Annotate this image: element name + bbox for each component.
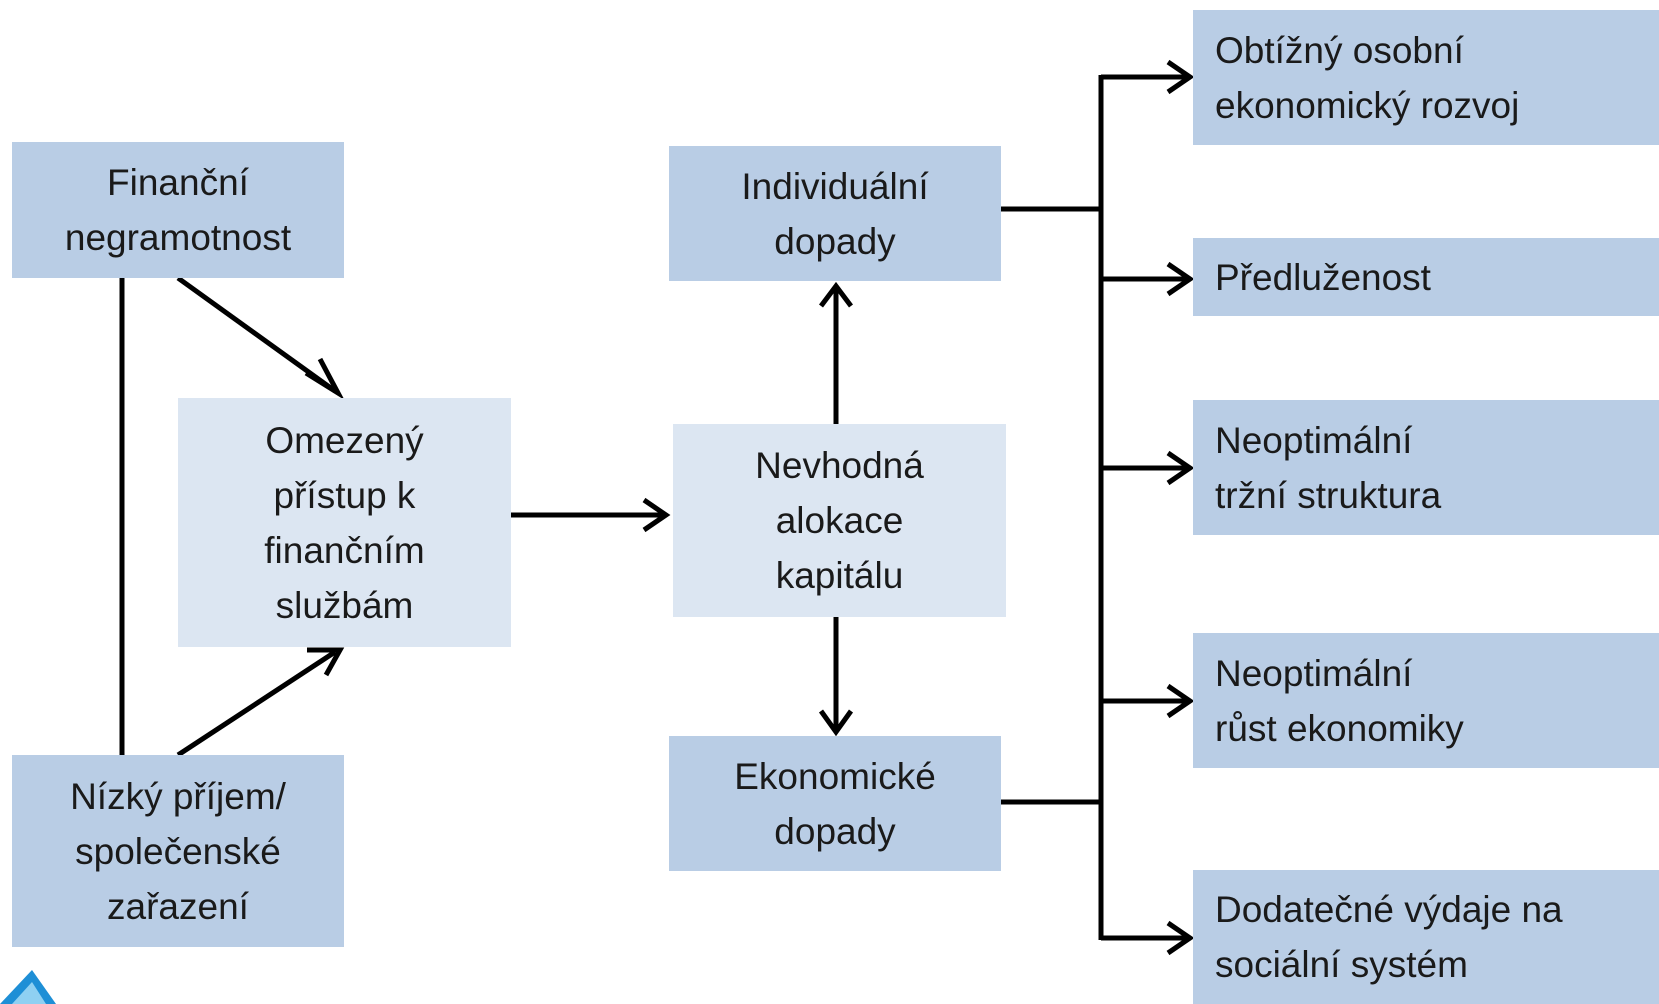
node-limited-access: Omezený přístup k finančním službám [178,398,511,647]
arrowhead-misallocation-individual [819,281,853,308]
node-low-income: Nízký příjem/ společenské zařazení [12,755,344,947]
outcome-item: Neoptimální tržní struktura [1193,400,1659,535]
node-individual-impacts: Individuální dopady [669,146,1001,281]
outcome-label: Neoptimální tržní struktura [1215,419,1442,516]
arrowhead-income-access [307,647,345,677]
node-financial-illiteracy-label: Finanční negramotnost [64,162,292,258]
arrowhead-outcome-5 [1166,920,1195,956]
node-individual-impacts-label: Individuální dopady [741,165,929,262]
node-economic-impacts-label: Ekonomické dopady [734,755,936,852]
corner-accent-icon [0,970,56,1004]
outcome-label: Předluženost [1215,256,1431,298]
outcome-label: Neoptimální růst ekonomiky [1215,652,1464,749]
node-low-income-label: Nízký příjem/ společenské zařazení [70,775,286,927]
arrowhead-access-misallocation [642,497,671,533]
arrowhead-outcome-3 [1166,450,1195,486]
node-misallocation: Nevhodná alokace kapitálu [673,424,1006,617]
arrowhead-illiteracy-access [304,357,345,401]
outcome-item: Obtížný osobní ekonomický rozvoj [1193,10,1659,145]
arrowhead-misallocation-economic [818,709,854,737]
outcome-item: Dodatečné výdaje na sociální systém [1193,870,1659,1004]
outcome-label: Dodatečné výdaje na sociální systém [1215,889,1563,985]
node-economic-impacts: Ekonomické dopady [669,736,1001,871]
outcome-item: Neoptimální růst ekonomiky [1193,633,1659,768]
arrow-income-access [176,649,337,758]
arrowhead-outcome-4 [1166,683,1195,719]
outcome-label: Obtížný osobní ekonomický rozvoj [1215,29,1520,126]
arrowhead-outcome-2 [1166,261,1195,297]
node-limited-access-label: Omezený přístup k finančním službám [264,419,425,626]
node-misallocation-label: Nevhodná alokace kapitálu [755,445,924,596]
arrowhead-outcome-1 [1166,59,1195,95]
outcome-item: Předluženost [1193,238,1659,316]
node-financial-illiteracy: Finanční negramotnost [12,142,344,278]
